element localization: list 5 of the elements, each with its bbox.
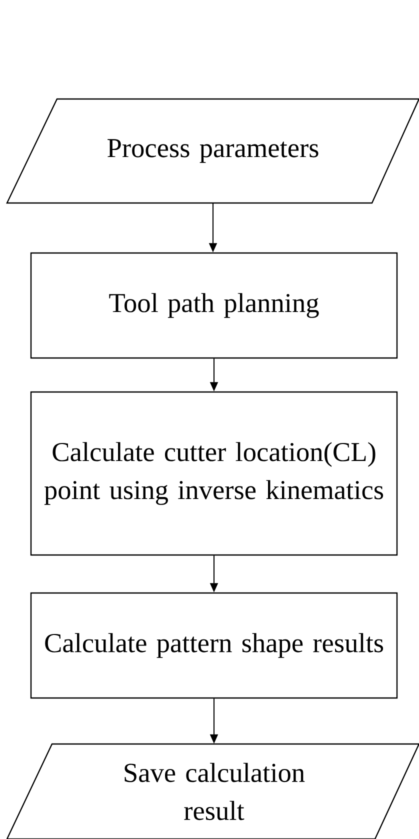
input-output-parallelogram: Process parameters	[6, 98, 419, 204]
process-box: Tool path planning	[30, 252, 398, 359]
input-output-parallelogram: Save calculation result	[6, 743, 419, 839]
process-box: Calculate cutter location(CL) point using inverse kinematics	[30, 391, 398, 556]
process-box: Calculate pattern shape results	[30, 592, 398, 699]
